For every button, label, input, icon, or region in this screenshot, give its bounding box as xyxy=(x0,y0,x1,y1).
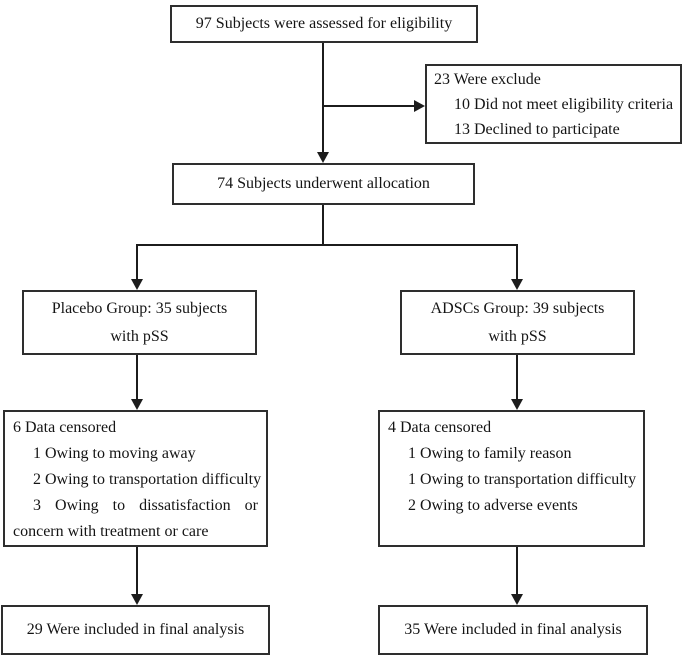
excluded-box: 23 Were exclude 10 Did not meet eligibil… xyxy=(425,64,682,144)
connector-placebo-censored-to-final xyxy=(136,547,138,595)
adscs-group-line: with pSS xyxy=(488,327,547,345)
arrow-down-icon xyxy=(511,594,523,605)
placebo-censored-title: 6 Data censored xyxy=(13,419,117,436)
adscs-censored-item: 1 Owing to family reason xyxy=(408,445,572,462)
connector-adscs-to-censored xyxy=(516,355,518,400)
allocation-box: 74 Subjects underwent allocation xyxy=(172,163,475,205)
connector-eligibility-to-allocation xyxy=(322,43,324,153)
allocation-text: 74 Subjects underwent allocation xyxy=(217,175,430,192)
adscs-censored-title: 4 Data censored xyxy=(388,419,492,436)
adscs-censored-item: 2 Owing to adverse events xyxy=(408,497,578,514)
adscs-censored-item: 1 Owing to transportation difficulty xyxy=(408,471,637,488)
connector-split-to-placebo xyxy=(136,244,138,280)
excluded-item: 10 Did not meet eligibility criteria xyxy=(454,96,674,113)
placebo-group-line: Placebo Group: 35 subjects xyxy=(51,299,228,317)
arrow-down-icon xyxy=(317,152,329,163)
adscs-group-line: ADSCs Group: 39 subjects xyxy=(430,299,605,317)
connector-to-excluded xyxy=(322,105,414,107)
placebo-final-box: 29 Were included in final analysis xyxy=(1,605,270,655)
eligibility-box: 97 Subjects were assessed for eligibilit… xyxy=(170,5,478,43)
adscs-censored-box: 4 Data censored 1 Owing to family reason… xyxy=(378,410,645,547)
placebo-censored-box: 6 Data censored 1 Owing to moving away 2… xyxy=(3,410,268,547)
placebo-censored-item: 3 Owing to dissatisfaction or concern wi… xyxy=(13,497,258,540)
arrow-down-icon xyxy=(511,279,523,290)
arrow-down-icon xyxy=(131,399,143,410)
excluded-item: 13 Declined to participate xyxy=(454,121,620,138)
connector-adscs-censored-to-final xyxy=(516,547,518,595)
placebo-group-line: with pSS xyxy=(110,327,169,345)
placebo-group-box: Placebo Group: 35 subjects with pSS xyxy=(22,290,257,355)
connector-split-bar xyxy=(136,244,518,246)
placebo-censored-item: 1 Owing to moving away xyxy=(33,445,196,462)
placebo-censored-item: 2 Owing to transportation difficulty xyxy=(33,471,262,488)
connector-split-to-adscs xyxy=(516,244,518,280)
connector-allocation-to-split xyxy=(322,205,324,246)
connector-placebo-to-censored xyxy=(136,355,138,400)
adscs-group-box: ADSCs Group: 39 subjects with pSS xyxy=(400,290,635,355)
excluded-title: 23 Were exclude xyxy=(434,71,541,88)
adscs-final-text: 35 Were included in final analysis xyxy=(404,621,622,638)
arrow-right-icon xyxy=(414,100,425,112)
arrow-down-icon xyxy=(511,399,523,410)
placebo-final-text: 29 Were included in final analysis xyxy=(26,621,245,638)
eligibility-text: 97 Subjects were assessed for eligibilit… xyxy=(195,15,453,32)
adscs-final-box: 35 Were included in final analysis xyxy=(378,605,648,655)
arrow-down-icon xyxy=(131,279,143,290)
arrow-down-icon xyxy=(131,594,143,605)
